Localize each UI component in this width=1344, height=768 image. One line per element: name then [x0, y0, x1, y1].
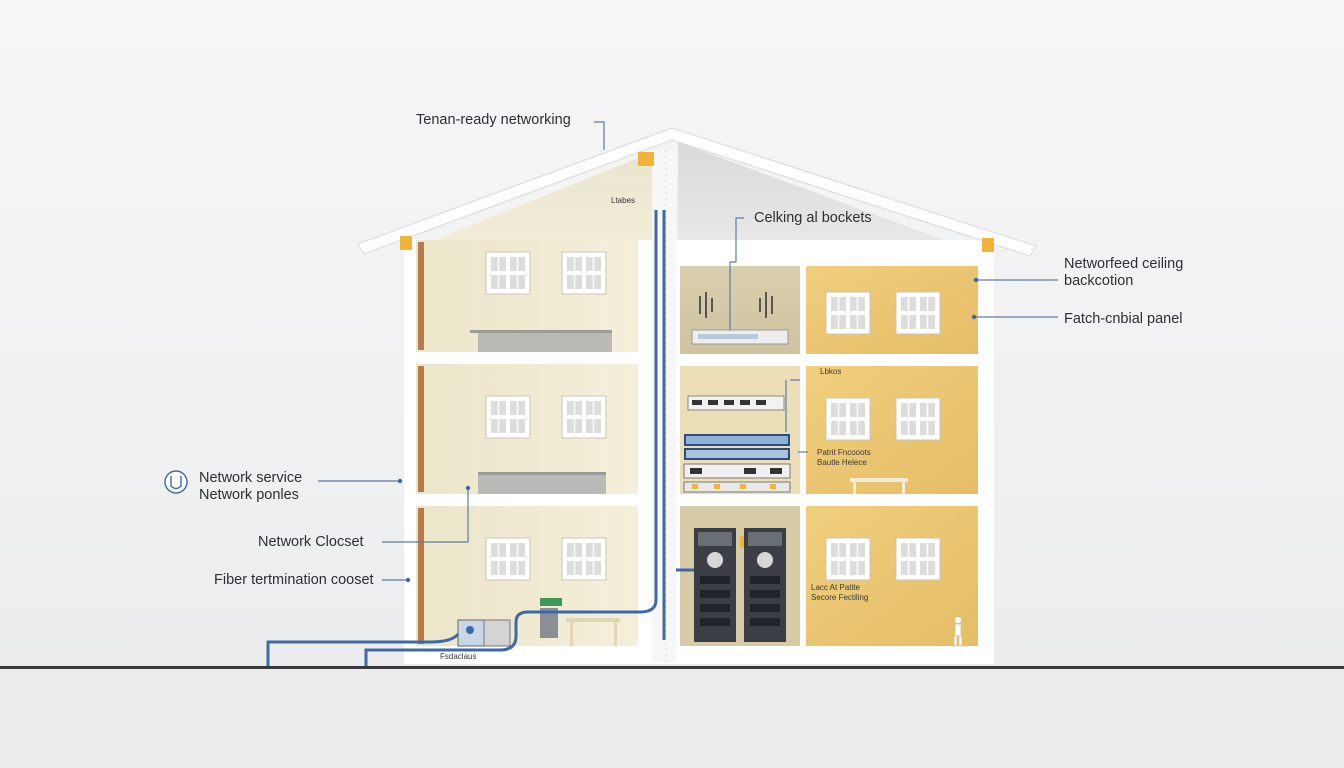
network-cable	[266, 210, 694, 666]
tag-mid-room: Patrit Fncooots	[817, 448, 871, 457]
label-network-ponles: Network ponles	[199, 487, 299, 503]
window-icon	[825, 291, 871, 335]
label-network-closet: Network Clocset	[258, 534, 364, 550]
roof	[357, 127, 1037, 257]
window-icon	[561, 251, 607, 295]
tag-roof: Ltabes	[611, 196, 636, 205]
window-icon	[895, 537, 941, 581]
label-networked-ceiling-line2: backcotion	[1064, 273, 1134, 289]
cabinet-furniture	[470, 330, 612, 494]
window-icon	[895, 397, 941, 441]
switch-stack	[683, 395, 791, 493]
window-icon	[895, 291, 941, 335]
label-fiber-termination: Fiber tertmination cooset	[214, 572, 374, 588]
globe-icon	[164, 470, 188, 494]
label-ceiling-sockets: Celking al bockets	[754, 210, 872, 226]
leader-lines	[318, 121, 1058, 581]
tag-low-room: Lacc At Patite	[811, 583, 860, 592]
server-rack-icon	[694, 528, 786, 642]
window-icon	[485, 537, 531, 581]
tag-ground: Fsdaclaus	[440, 652, 477, 661]
table-furniture	[566, 478, 908, 646]
label-networked-ceiling: Networfeed ceiling	[1064, 256, 1184, 272]
ground-line	[0, 666, 1344, 669]
network-switch-icon	[691, 292, 789, 345]
left-attic	[410, 150, 658, 250]
tag-rack: Lbkos	[820, 367, 842, 376]
right-attic	[678, 142, 976, 252]
window-icon	[825, 537, 871, 581]
window-icon	[825, 397, 871, 441]
window-icon	[485, 251, 531, 295]
window-icon	[561, 395, 607, 439]
window-icon	[561, 537, 607, 581]
tag-low-room-line2: Secore Fectiling	[811, 593, 869, 602]
label-tenant-ready-networking: Tenan-ready networking	[416, 112, 571, 128]
tag-mid-room-line2: Bautle Helece	[817, 458, 867, 467]
fiber-termination-box	[457, 598, 562, 647]
label-patch-panel: Fatch-cnbial panel	[1064, 311, 1183, 327]
label-network-service: Network service	[199, 470, 303, 486]
person-icon	[953, 616, 963, 647]
window-icon	[485, 395, 531, 439]
